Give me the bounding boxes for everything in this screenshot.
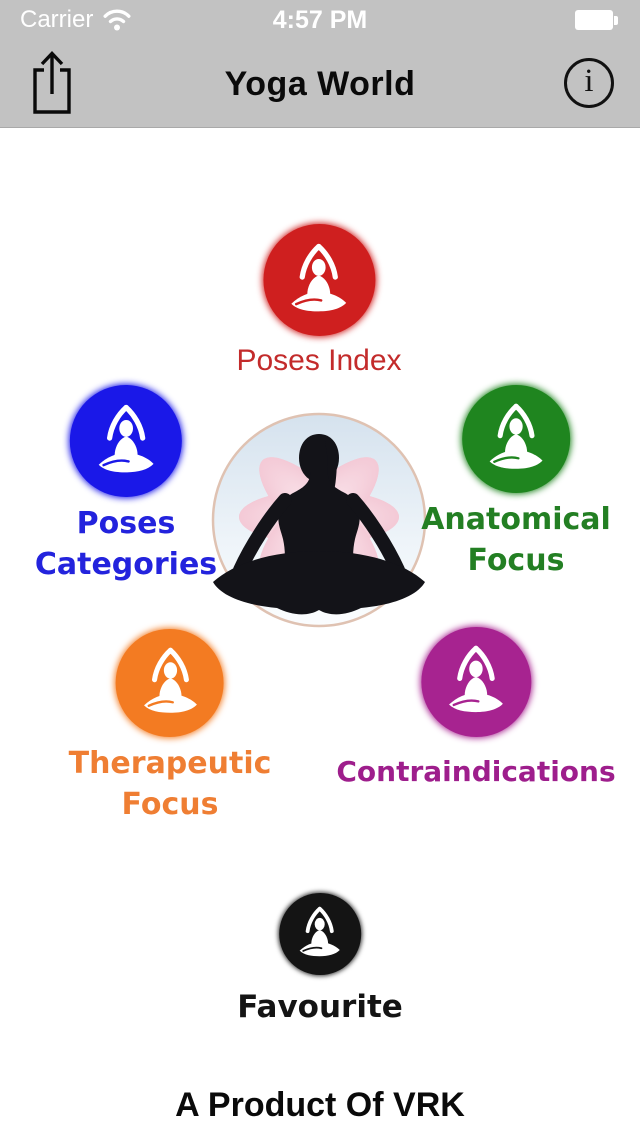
anatomical-focus-button[interactable]	[462, 385, 570, 493]
favourite-button[interactable]	[279, 893, 361, 975]
wifi-icon	[102, 8, 132, 32]
info-icon: i	[584, 62, 594, 99]
share-icon	[26, 51, 78, 123]
favourite-label: Favourite	[237, 989, 403, 1025]
therapeutic-focus-label: Therapeutic Focus	[68, 746, 272, 822]
product-credit: A Product Of VRK	[175, 1086, 465, 1124]
menu-item-poses-index: Poses Index	[236, 224, 402, 381]
yoga-pose-icon	[86, 401, 167, 482]
menu-item-favourite: Favourite	[237, 893, 403, 1028]
menu-item-contraindications: Contraindications	[336, 627, 616, 792]
menu-item-anatomical-focus: Anatomical Focus	[421, 385, 611, 581]
yoga-pose-icon	[279, 240, 360, 321]
menu-item-therapeutic-focus: Therapeutic Focus	[68, 629, 272, 825]
yoga-pose-icon	[298, 907, 342, 959]
clock: 4:57 PM	[272, 5, 368, 34]
poses-categories-button[interactable]	[69, 385, 182, 497]
yoga-pose-icon	[477, 400, 555, 478]
contraindications-button[interactable]	[420, 627, 531, 737]
status-bar: Carrier 4:57 PM	[0, 0, 640, 40]
lotus-meditation-image	[199, 412, 439, 642]
yoga-pose-icon	[436, 642, 515, 721]
therapeutic-focus-button[interactable]	[115, 629, 224, 737]
info-button[interactable]: i	[564, 58, 614, 108]
menu-item-poses-categories: Poses Categories	[35, 385, 217, 585]
anatomical-focus-label: Anatomical Focus	[421, 502, 611, 578]
poses-index-button[interactable]	[262, 224, 375, 336]
poses-index-label: Poses Index	[236, 344, 402, 377]
navigation-bar: Yoga World i	[0, 40, 640, 128]
page-title: Yoga World	[224, 64, 416, 103]
carrier-label: Carrier	[20, 6, 94, 33]
contraindications-label: Contraindications	[336, 755, 616, 788]
battery-icon	[575, 10, 618, 30]
poses-categories-label: Poses Categories	[34, 506, 218, 582]
share-button[interactable]	[26, 48, 78, 120]
yoga-pose-icon	[131, 644, 209, 722]
top-bar: Carrier 4:57 PM Yoga World	[0, 0, 640, 128]
